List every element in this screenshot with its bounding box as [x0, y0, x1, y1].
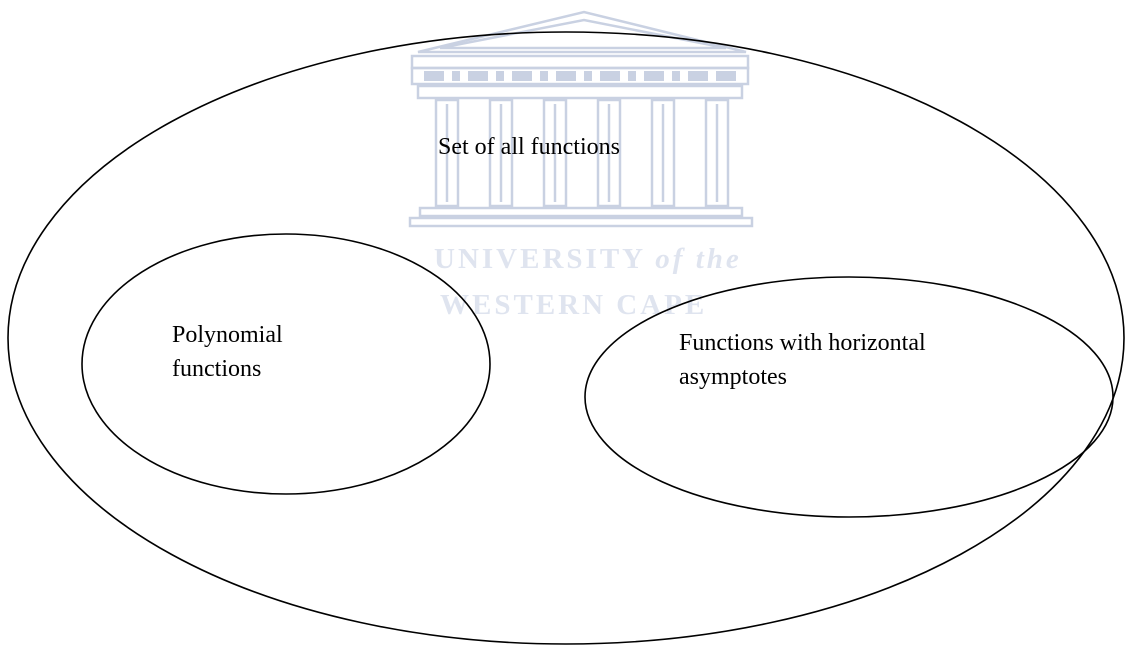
polynomial-functions-label-line2: functions — [172, 356, 261, 382]
watermark-text-line1: UNIVERSITY of the — [434, 243, 742, 275]
horizontal-asymptotes-ellipse — [584, 276, 1114, 518]
horizontal-asymptotes-label-line1: Functions with horizontal — [679, 330, 926, 356]
universal-set-ellipse — [7, 31, 1125, 645]
polynomial-functions-ellipse — [81, 233, 491, 495]
university-logo-watermark: UNIVERSITY of the WESTERN CAPE — [408, 10, 754, 321]
logo-columns — [434, 98, 730, 208]
universal-set-label: Set of all functions — [438, 134, 620, 160]
horizontal-asymptotes-label-line2: asymptotes — [679, 364, 787, 390]
polynomial-functions-label-line1: Polynomial — [172, 322, 283, 348]
watermark-text-line2: WESTERN CAPE — [440, 289, 707, 321]
